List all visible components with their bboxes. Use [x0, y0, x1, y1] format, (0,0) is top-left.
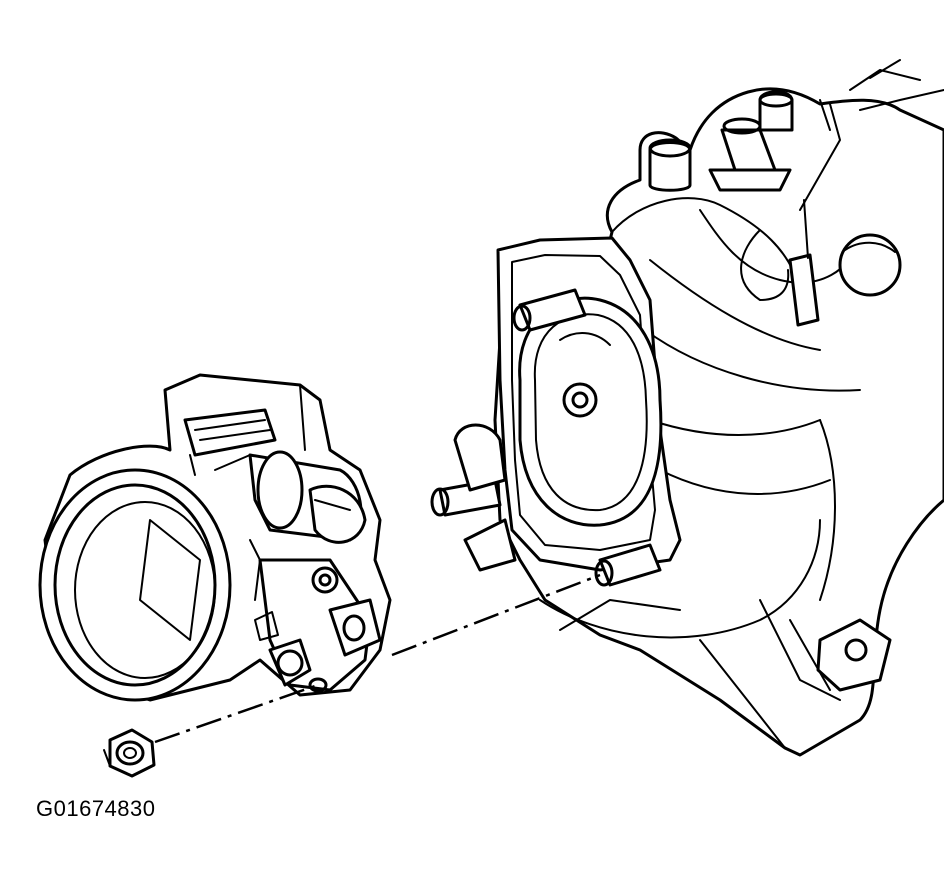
figure-id: G01674830 [36, 796, 156, 821]
throttle-body [38, 373, 392, 702]
manifold-flange [430, 236, 682, 587]
nut [103, 728, 156, 778]
alignment-lines [154, 573, 601, 744]
